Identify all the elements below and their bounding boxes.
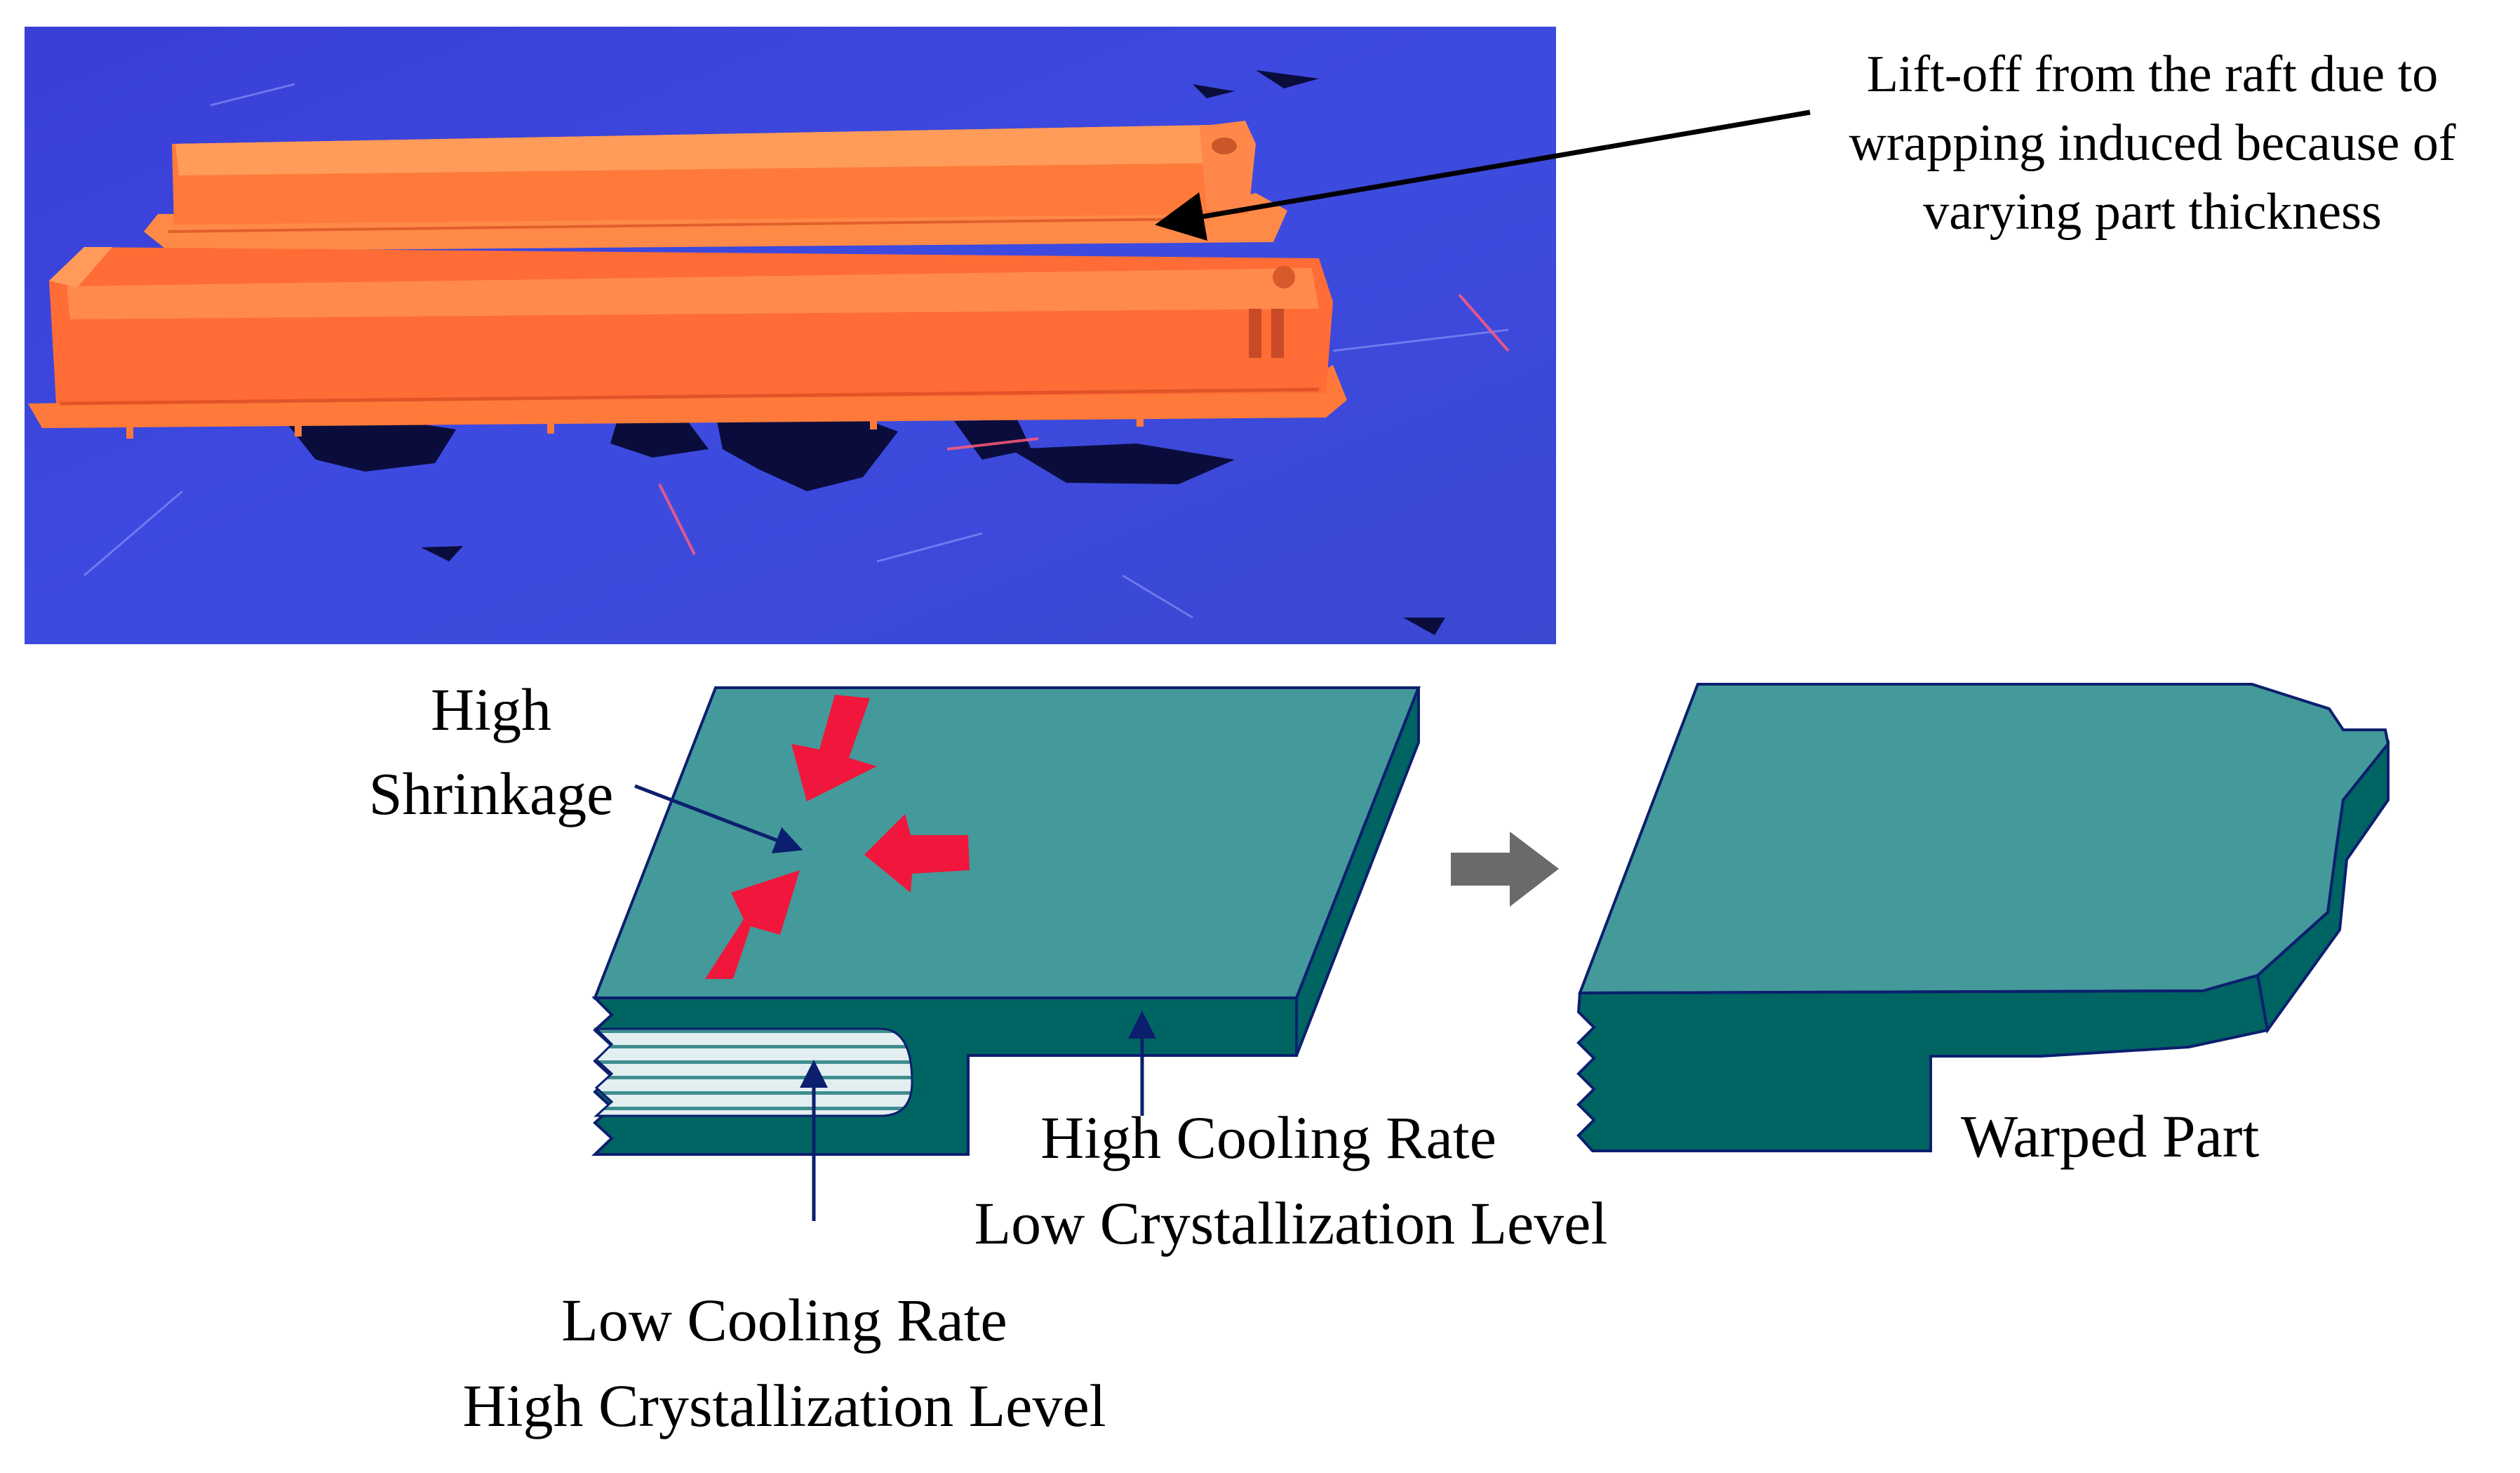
warped-front-face bbox=[1576, 973, 2270, 1152]
process-arrow bbox=[1451, 832, 1559, 907]
shrinkage-label-line-1: High bbox=[431, 676, 551, 743]
slow-cooling-core bbox=[594, 1027, 913, 1117]
photo-printed-parts bbox=[25, 27, 1556, 644]
lower-printed-part bbox=[28, 247, 1347, 439]
high-cooling-line-1: High Cooling Rate bbox=[1040, 1104, 1496, 1171]
shrinkage-arrow-bottom bbox=[705, 870, 800, 979]
shrinkage-arrow-top bbox=[791, 695, 877, 801]
lift-off-arrow bbox=[1155, 109, 1811, 241]
warped-side-face bbox=[2256, 740, 2390, 1034]
upper-printed-part bbox=[144, 121, 1287, 251]
plate-stains bbox=[288, 70, 1445, 635]
warped-part bbox=[1576, 683, 2390, 1152]
low-cooling-line-2: High Crystallization Level bbox=[462, 1372, 1106, 1439]
warped-top-face bbox=[1578, 683, 2390, 995]
shrinkage-arrows bbox=[705, 695, 970, 979]
annotation-line-2: wrapping induced because of bbox=[1849, 114, 2455, 172]
plate-red-threads bbox=[658, 293, 1510, 555]
plate-scratches bbox=[83, 83, 1509, 619]
shrinkage-arrow-right bbox=[864, 814, 970, 893]
thick-thin-part bbox=[591, 686, 1421, 1156]
warped-part-label: Warped Part bbox=[1961, 1102, 2259, 1170]
shrinkage-pointer bbox=[634, 784, 803, 853]
high-cooling-line-2: Low Crystallization Level bbox=[974, 1189, 1608, 1257]
annotation-line-1: Lift-off from the raft due to bbox=[1867, 46, 2438, 103]
low-cooling-line-1: Low Cooling Rate bbox=[561, 1286, 1007, 1354]
shrinkage-label-line-2: Shrinkage bbox=[369, 760, 614, 827]
part-top-face bbox=[593, 686, 1421, 999]
annotation-line-3: varying part thickness bbox=[1923, 183, 2382, 241]
